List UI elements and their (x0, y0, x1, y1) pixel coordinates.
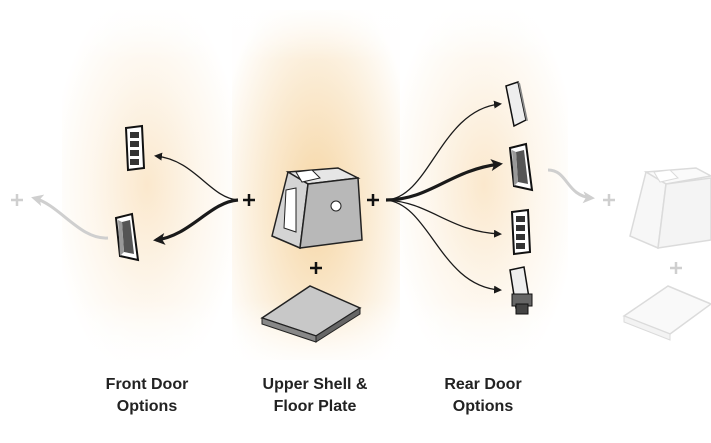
floor-plate-icon (260, 285, 362, 343)
upper-shell-icon (271, 167, 363, 250)
plus-icon-left (243, 194, 255, 206)
faded-plus-icon-right-lower (670, 262, 682, 274)
arrow-icon-to-front-ladder (154, 152, 239, 201)
flap-door-icon-rear (508, 142, 534, 192)
arrow-icon-to-rear-ladder (385, 199, 502, 238)
faded-plus-icon-right (603, 194, 615, 206)
faded-arrow-icon-right (547, 168, 595, 204)
upper-shell-floor-plate-label: Upper Shell & Floor Plate (262, 376, 368, 415)
ladder-door-icon-front (124, 124, 146, 172)
arrow-icon-to-rear-panel (385, 100, 502, 201)
faded-floor-plate-icon (622, 285, 711, 341)
arrow-icon-to-rear-flap (385, 159, 503, 202)
faded-arrow-icon-left (31, 194, 109, 240)
plus-icon-right (367, 194, 379, 206)
faded-upper-shell-icon (629, 167, 711, 250)
rear-door-options-label: Rear Door Options (444, 376, 522, 415)
faded-plus-icon-left (11, 194, 23, 206)
ladder-door-icon-rear (510, 208, 532, 256)
flap-door-icon-front (114, 212, 140, 262)
front-door-options-label: Front Door Options (105, 376, 189, 415)
top-fade (0, 0, 711, 60)
arrow-icon-to-rear-tube (385, 199, 502, 294)
tube-feeder-door-icon-rear (509, 266, 533, 315)
arrow-icon-to-front-flap (153, 198, 239, 245)
solid-panel-door-icon-rear (505, 81, 528, 128)
plus-icon-center (310, 262, 322, 274)
